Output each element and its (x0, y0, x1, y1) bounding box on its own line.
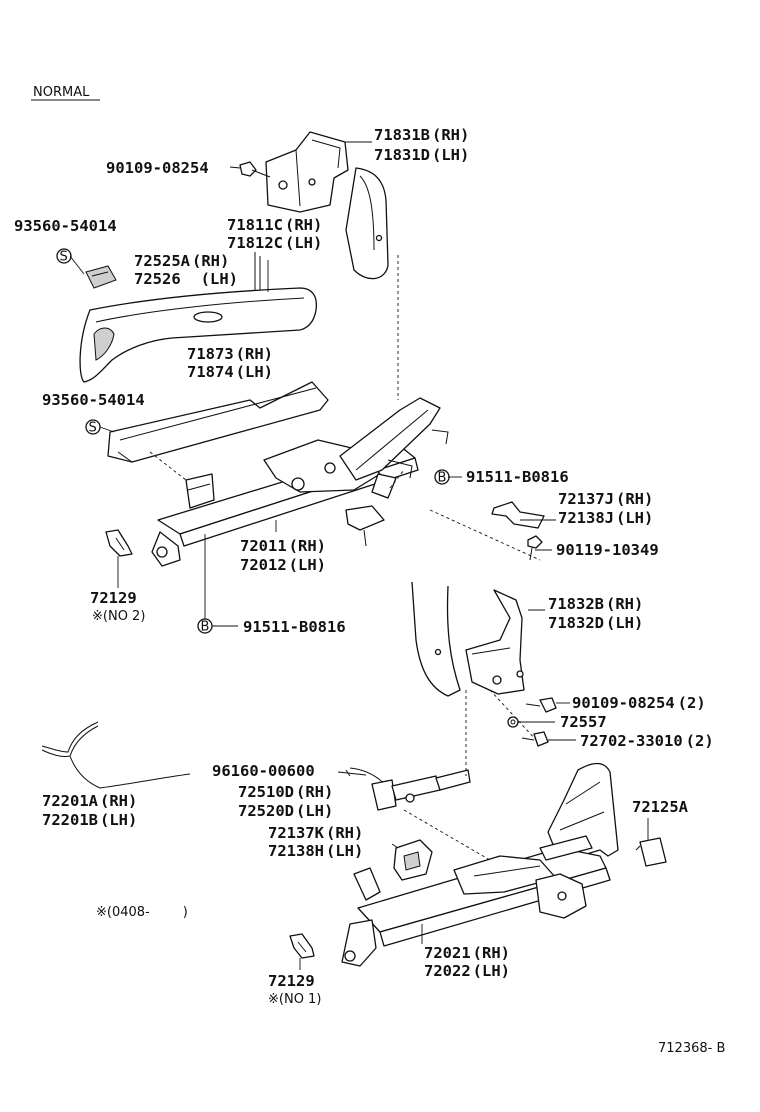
callout-91511-B0816-right: 91511-B0816 (466, 468, 569, 486)
svg-text:72022(LH): 72022(LH) (424, 962, 510, 980)
svg-text:72011(RH): 72011(RH) (240, 537, 326, 555)
callout-71811C: 71811C (227, 216, 283, 234)
callout-91511-B0816-left: 91511-B0816 (243, 618, 346, 636)
svg-text:71831B(RH): 71831B(RH) (374, 126, 469, 144)
callout-72137K: 72137K (268, 824, 325, 842)
svg-text:S: S (60, 250, 68, 265)
callout-71812C: 71812C (227, 234, 283, 252)
bolt-icon (239, 161, 271, 178)
callout-72520D: 72520D (238, 802, 294, 820)
callout-72022: 72022 (424, 962, 471, 980)
callout-72525A: 72525A (134, 252, 191, 270)
callout-72201A: 72201A (42, 792, 99, 810)
marker-s-upper: S (56, 248, 72, 265)
svg-text:S: S (89, 421, 97, 436)
svg-text:71832B(RH): 71832B(RH) (548, 595, 643, 613)
svg-text:90109-08254(2): 90109-08254(2) (572, 694, 706, 712)
svg-text:72201A(RH): 72201A(RH) (42, 792, 137, 810)
callout-90119-10349: 90119-10349 (556, 541, 659, 559)
seat-track-upper (151, 397, 449, 567)
callout-72129-upper: 72129 (90, 589, 137, 607)
screw-icon (527, 535, 543, 561)
svg-text:71873(RH): 71873(RH) (187, 345, 273, 363)
marker-s-lower: S (85, 419, 101, 436)
callout-71831B: 71831B (374, 126, 430, 144)
callout-90109-08254: 90109-08254 (106, 159, 209, 177)
callout-72129-lower: 72129 (268, 972, 315, 990)
svg-text:71831D(LH): 71831D(LH) (374, 146, 469, 164)
seat-wire (41, 721, 191, 789)
svg-text:72702-33010(2): 72702-33010(2) (580, 732, 714, 750)
svg-text:72012(LH): 72012(LH) (240, 556, 326, 574)
leader-lines (69, 141, 649, 970)
svg-text:72138J(LH): 72138J(LH) (558, 509, 653, 527)
note-no2: ※(NO 2) (92, 609, 145, 624)
callout-93560-54014-top: 93560-54014 (14, 217, 117, 235)
callout-90109-08254-2: 90109-08254 (572, 694, 675, 712)
clip-upper-icon (105, 529, 133, 557)
adjust-cable (345, 767, 471, 811)
callout-72021: 72021 (424, 944, 471, 962)
callout-72011: 72011 (240, 537, 287, 555)
seat-back-cover-lower (465, 589, 525, 695)
svg-text:72021(RH): 72021(RH) (424, 944, 510, 962)
screw-lower-icon (521, 731, 549, 747)
callout-71832D: 71832D (548, 614, 604, 632)
seat-side-panel-lower (411, 581, 461, 697)
clip-icon (85, 265, 117, 289)
callout-96160-00600: 96160-00600 (212, 762, 315, 780)
svg-text:71874(LH): 71874(LH) (187, 363, 273, 381)
callout-72012: 72012 (240, 556, 287, 574)
callout-72138J: 72138J (558, 509, 614, 527)
rail-cover (107, 381, 329, 463)
callout-labels: 71831B(RH) 71831D(LH) 90109-08254 93560-… (14, 126, 714, 1007)
bracket-upper (491, 501, 545, 529)
callout-72125A: 72125A (632, 798, 689, 816)
note-no1: ※(NO 1) (268, 992, 321, 1007)
drawing-number: 712368- B (658, 1041, 725, 1056)
seat-side-panel (345, 167, 389, 280)
seat-cushion-frame-front (79, 252, 318, 383)
callout-72137J: 72137J (558, 490, 614, 508)
callout-72526: 72526 (134, 270, 181, 288)
svg-text:72137K(RH): 72137K(RH) (268, 824, 363, 842)
callout-72510D: 72510D (238, 783, 294, 801)
bolt-lower-icon (525, 697, 557, 713)
callout-72557: 72557 (560, 713, 607, 731)
callout-71832B: 71832B (548, 595, 604, 613)
bracket-lower (393, 839, 433, 881)
clip-side-icon (635, 837, 667, 867)
callout-71831D: 71831D (374, 146, 430, 164)
svg-text:72525A(RH): 72525A(RH) (134, 252, 229, 270)
svg-text:72201B(LH): 72201B(LH) (42, 811, 137, 829)
svg-text:72520D(LH): 72520D(LH) (238, 802, 333, 820)
svg-text:72137J(RH): 72137J(RH) (558, 490, 653, 508)
svg-text:B: B (201, 620, 210, 635)
callout-72201B: 72201B (42, 811, 98, 829)
svg-text:71812C(LH): 71812C(LH) (227, 234, 322, 252)
callout-72138H: 72138H (268, 842, 324, 860)
date-footnote: ※(0408- ) (96, 905, 188, 920)
svg-text:72526(LH): 72526(LH) (134, 270, 238, 288)
seat-back-cover-upper (265, 131, 349, 213)
svg-text:72510D(RH): 72510D(RH) (238, 783, 333, 801)
svg-text:71811C(RH): 71811C(RH) (227, 216, 322, 234)
callout-71874: 71874 (187, 363, 234, 381)
clip-lower-icon (289, 933, 315, 959)
callout-71873: 71873 (187, 345, 234, 363)
variant-label: NORMAL (33, 85, 90, 100)
callout-93560-54014-lower: 93560-54014 (42, 391, 145, 409)
svg-text:B: B (438, 471, 447, 486)
svg-text:72138H(LH): 72138H(LH) (268, 842, 363, 860)
svg-text:71832D(LH): 71832D(LH) (548, 614, 643, 632)
marker-b-left: B (197, 618, 213, 635)
callout-72702-33010: 72702-33010 (580, 732, 683, 750)
nut-icon (507, 716, 519, 728)
marker-b-right: B (434, 469, 450, 486)
seat-track-lower (341, 762, 619, 967)
